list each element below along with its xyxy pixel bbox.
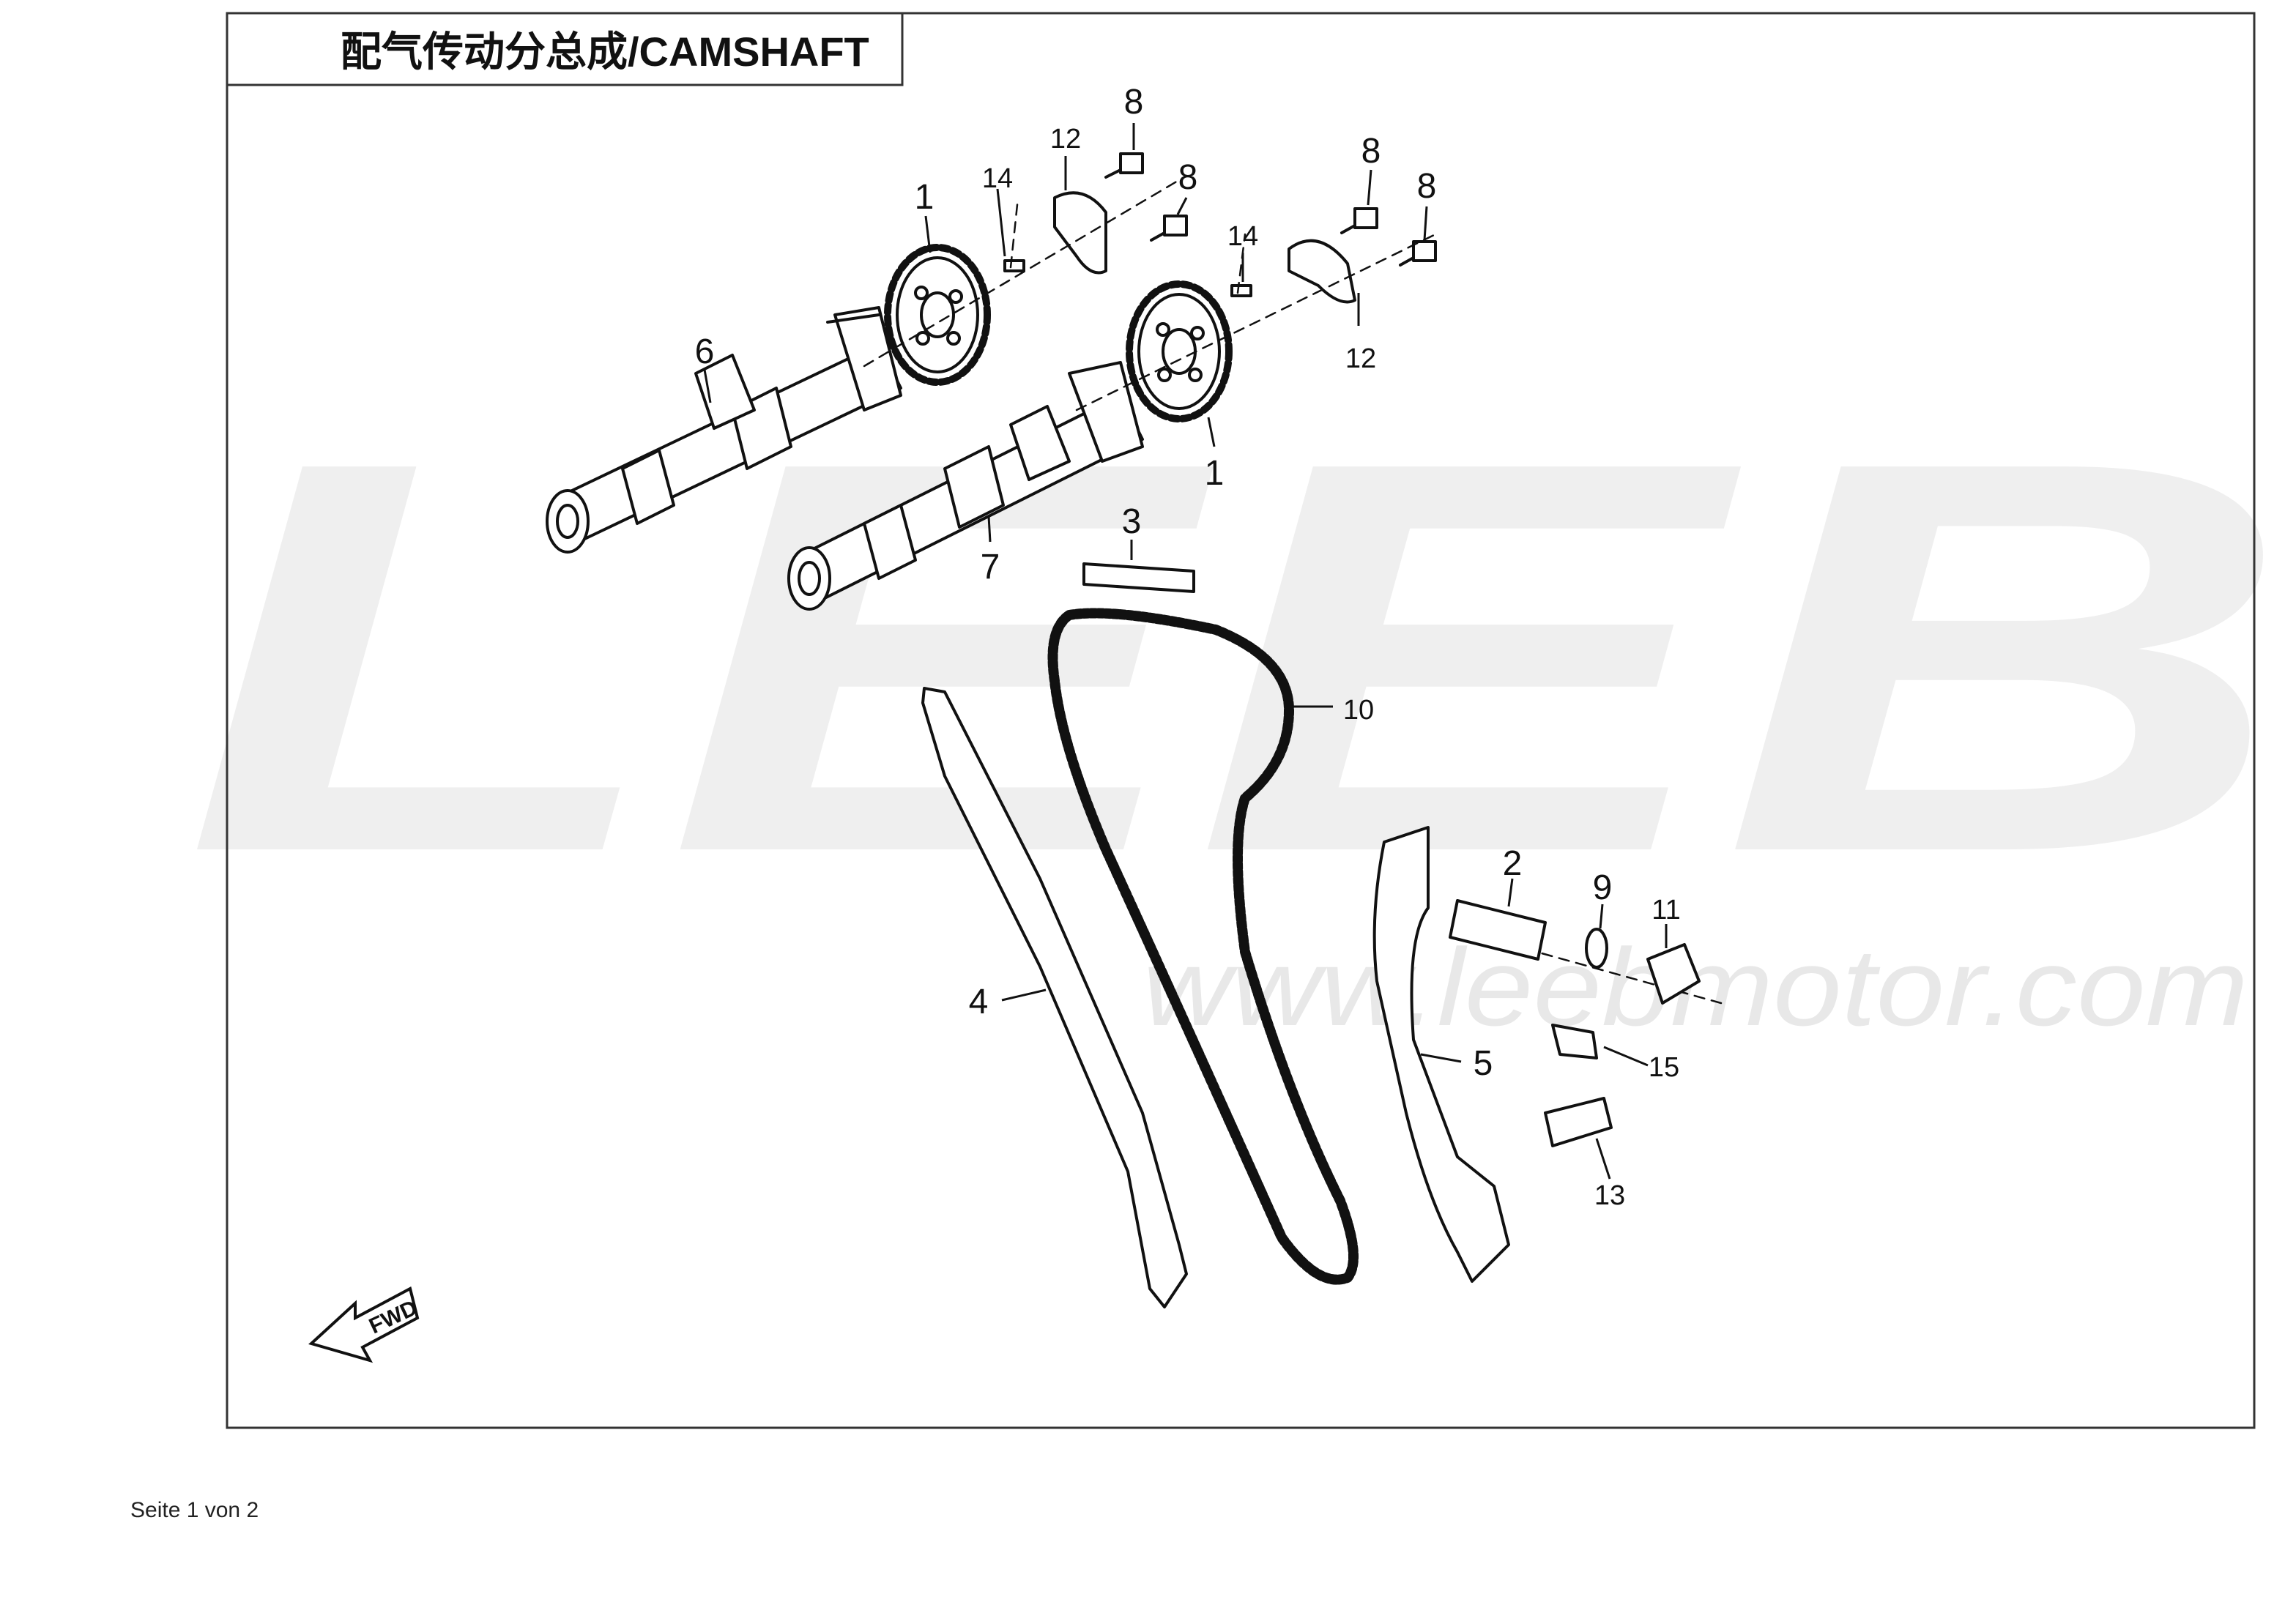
callout-14: 14 xyxy=(1227,221,1258,252)
callout-8: 8 xyxy=(1361,132,1381,171)
callout-2: 2 xyxy=(1503,844,1523,883)
callout-10: 10 xyxy=(1343,695,1374,726)
tensioner-bolt xyxy=(1544,1097,1613,1147)
timing-chain xyxy=(1047,608,1359,1285)
callout-1: 1 xyxy=(1205,454,1225,493)
tensioner-washer xyxy=(1551,1024,1598,1059)
tensioner-guide xyxy=(1372,826,1510,1283)
callout-3: 3 xyxy=(1122,502,1142,541)
callout-5: 5 xyxy=(1474,1044,1493,1083)
page-footer: Seite 1 von 2 xyxy=(130,1498,259,1522)
callout-9: 9 xyxy=(1593,868,1613,907)
tensioner-cap xyxy=(1646,943,1701,1005)
callout-12: 12 xyxy=(1345,343,1376,374)
page-title: 配气传动分总成/CAMSHAFT xyxy=(341,29,869,75)
callout-7: 7 xyxy=(981,548,1000,586)
callout-15: 15 xyxy=(1649,1052,1679,1083)
plate-left xyxy=(1053,191,1107,275)
sprocket-right xyxy=(1126,280,1233,422)
callout-8: 8 xyxy=(1178,158,1198,197)
chain-guide-top xyxy=(1082,562,1195,593)
callout-12: 12 xyxy=(1050,124,1081,154)
chain-guide-front xyxy=(921,687,1188,1308)
sprocket-left xyxy=(884,244,991,386)
gasket-ring xyxy=(1585,928,1608,969)
diagram-frame xyxy=(226,12,2256,1429)
callout-8: 8 xyxy=(1124,83,1144,122)
callout-8: 8 xyxy=(1417,167,1437,206)
callout-4: 4 xyxy=(969,983,989,1021)
callout-6: 6 xyxy=(695,332,715,371)
watermark-url: www.leebmotor.com xyxy=(1142,925,2248,1048)
callout-14: 14 xyxy=(982,163,1013,194)
callout-1: 1 xyxy=(915,178,935,217)
camshaft-intake xyxy=(546,306,902,554)
pin-left xyxy=(1003,259,1025,272)
tensioner-body xyxy=(1449,899,1547,961)
camshaft-exhaust xyxy=(787,361,1144,611)
callout-11: 11 xyxy=(1651,895,1680,925)
title-box xyxy=(227,12,904,86)
bolt-icon xyxy=(1104,152,1437,267)
plate-right xyxy=(1288,239,1356,304)
pin-right xyxy=(1230,284,1252,297)
callout-13: 13 xyxy=(1594,1180,1625,1211)
fwd-arrow-icon: FWD xyxy=(308,1286,421,1363)
